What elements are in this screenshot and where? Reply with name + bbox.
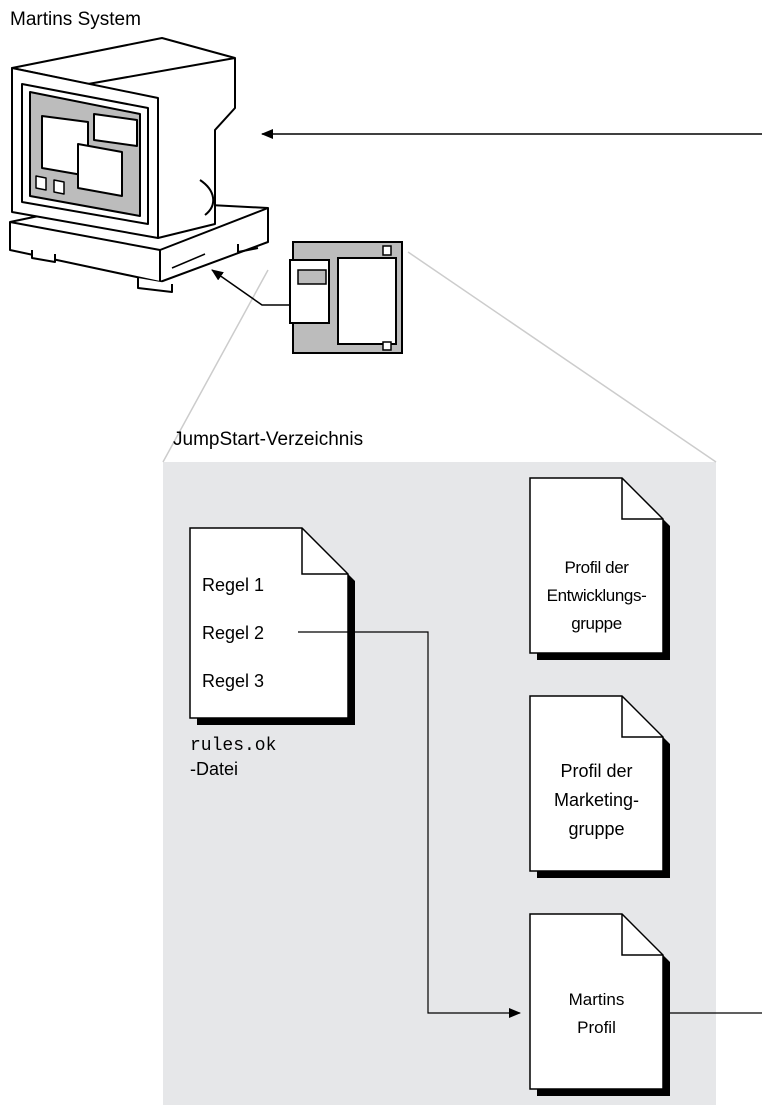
profile-document-marketing-shape [529,695,670,878]
arrow-diskette-to-computer [211,269,290,306]
profile-martin-line-1: Martins [568,990,625,1009]
profile-document-development-shape [529,477,670,660]
profile-development-line-2: Entwicklungs- [546,586,647,605]
rules-document-shape [189,527,355,725]
rule-line-1: Regel 1 [202,575,265,595]
directory-label: JumpStart-Verzeichnis [173,429,364,450]
rule-line-3: Regel 3 [202,671,265,691]
profile-development: Profil der Entwicklungs- gruppe [528,554,665,638]
computer-icon [9,37,269,293]
profile-martin: Martins Profil [528,986,665,1042]
rules-file-suffix: -Datei [190,759,239,779]
rule-line-2: Regel 2 [202,623,265,643]
system-label: Martins System [10,9,141,30]
profile-marketing: Profil der Marketing- gruppe [528,757,665,844]
rules-filename: rules.ok [190,736,277,756]
diskette-icon [289,241,403,354]
profile-development-line-1: Profil der [564,558,629,577]
profile-marketing-line-3: gruppe [568,819,625,839]
profile-development-line-3: gruppe [571,614,622,633]
guide-line-left [162,269,269,463]
profile-marketing-line-1: Profil der [560,761,633,781]
rules-document: Regel 1 Regel 2 Regel 3 [190,528,348,718]
profile-document-martin-shape [529,913,670,1096]
guide-line-right [407,251,717,463]
profile-martin-line-2: Profil [577,1018,616,1037]
profile-marketing-line-2: Marketing- [553,790,640,810]
arrow-rule2-to-martins-profile [298,631,521,1018]
